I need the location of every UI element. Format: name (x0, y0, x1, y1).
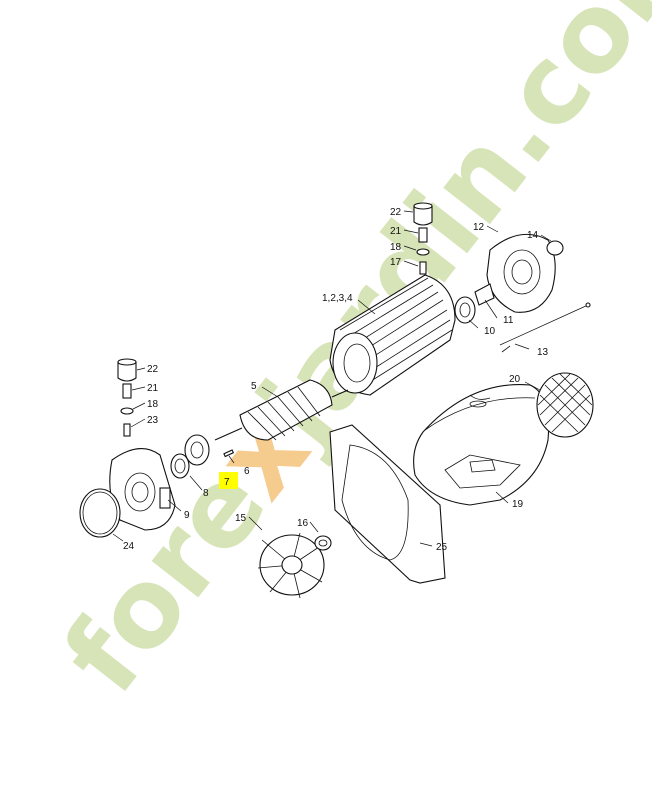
callout-labels: 1,2,3,4 5 6 7 8 9 10 11 12 13 14 15 16 1… (123, 207, 549, 553)
callout-22-top: 22 (390, 207, 402, 218)
callout-7: 7 (224, 477, 230, 488)
bearing-spring-washer (474, 283, 495, 306)
callout-12: 12 (473, 222, 485, 233)
tie-rod (499, 302, 591, 353)
rotor (214, 379, 349, 441)
callout-21-left: 21 (147, 383, 159, 394)
leader-lines (112, 210, 552, 547)
callout-9: 9 (184, 510, 190, 521)
rear-bearing (454, 296, 476, 324)
callout-14: 14 (527, 230, 539, 241)
callout-18-left: 18 (147, 399, 159, 410)
motor-housing-shroud (413, 384, 550, 506)
callout-1-2-3-4: 1,2,3,4 (322, 293, 353, 304)
callout-22-left: 22 (147, 364, 159, 375)
fan-collar (314, 535, 332, 551)
callout-19: 19 (512, 499, 524, 510)
cooling-fan (257, 532, 325, 599)
brush-stack-top (413, 202, 433, 275)
callout-10: 10 (484, 326, 496, 337)
callout-5: 5 (251, 381, 257, 392)
stator-assembly (329, 274, 456, 396)
mounting-bracket (329, 424, 446, 584)
callout-8: 8 (203, 488, 209, 499)
shaft-key (223, 449, 235, 458)
callout-21-top: 21 (390, 226, 402, 237)
callout-25: 25 (436, 542, 448, 553)
o-ring (79, 488, 121, 538)
callout-16: 16 (297, 518, 309, 529)
front-bearing (184, 434, 210, 466)
callout-6: 6 (244, 466, 250, 477)
callout-11: 11 (503, 315, 514, 326)
brush-stack-left (117, 358, 137, 437)
callout-13: 13 (537, 347, 549, 358)
callout-18-top: 18 (390, 242, 402, 253)
callout-24: 24 (123, 541, 135, 552)
callout-17: 17 (390, 257, 402, 268)
fan-grille (536, 372, 594, 438)
highlight-box-part-7 (219, 472, 238, 489)
callout-23: 23 (147, 415, 159, 426)
front-seal-ring (170, 453, 190, 479)
callout-15: 15 (235, 513, 247, 524)
callout-20: 20 (509, 374, 521, 385)
rear-end-shield (486, 233, 564, 313)
